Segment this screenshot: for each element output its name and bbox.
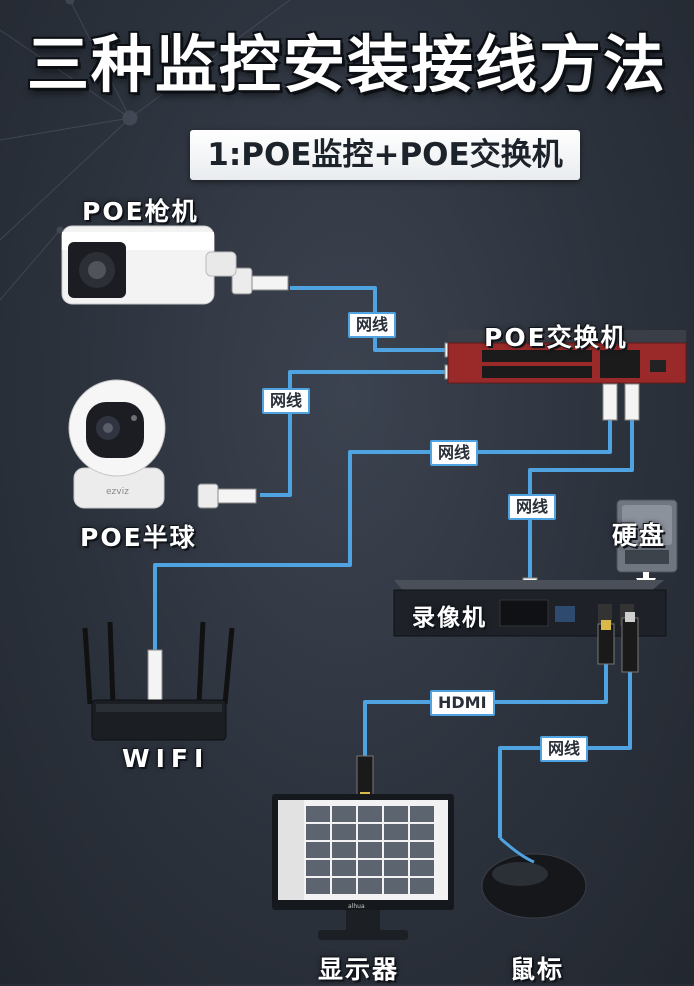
bullet-camera-icon [61,225,237,305]
plug-camera-icon [231,267,289,295]
cable-tag-mouse: 网线 [540,736,589,762]
background-network-decoration [0,0,291,301]
label-dome-camera: POE半球 [80,523,197,552]
label-nvr: 录像机 [412,605,487,631]
page-title: 三种监控安装接线方法 [26,28,667,101]
cable-tag-camera-switch: 网线 [348,312,397,338]
plug-wifi-icon [147,649,163,701]
cable-dome-to-switch [260,370,445,497]
hdmi-plug-monitor-icon [356,755,374,797]
cable-tag-dome-switch: 网线 [262,388,311,414]
cable-tag-hdmi: HDMI [430,690,495,716]
poe-switch-icon [447,330,687,384]
label-monitor: 显示器 [318,955,400,984]
plug-dome-icon [197,483,257,509]
usb-plug-nvr-icon [621,617,639,673]
dome-camera-icon: ezviz [68,379,166,509]
camera-brand-text: ezviz [106,487,129,497]
cable-tag-switch-nvr: 网线 [508,494,557,520]
monitor-brand-text: alhua [348,903,365,910]
cable-switch-to-nvr [528,420,634,578]
subtitle-banner: 1:POE监控+POE交换机 [190,130,580,180]
monitor-icon: alhua [272,794,454,940]
hard-disk-icon [616,499,678,596]
mouse-icon [481,836,587,919]
cable-wifi-to-switch [153,420,612,660]
label-bullet-camera: POE枪机 [82,197,199,226]
cable-tag-wifi-switch: 网线 [430,440,479,466]
label-poe-switch: POE交换机 [484,323,628,352]
wifi-router-icon [82,621,235,741]
hdmi-usb-plugs [356,612,639,802]
label-wifi: WIFI [122,744,210,773]
plug-switch-down-1-icon [602,383,618,421]
plug-switch-down-2-icon [624,383,640,421]
label-mouse: 鼠标 [510,955,565,984]
nvr-icon [393,580,667,637]
label-hard-disk: 硬盘 [612,521,667,550]
